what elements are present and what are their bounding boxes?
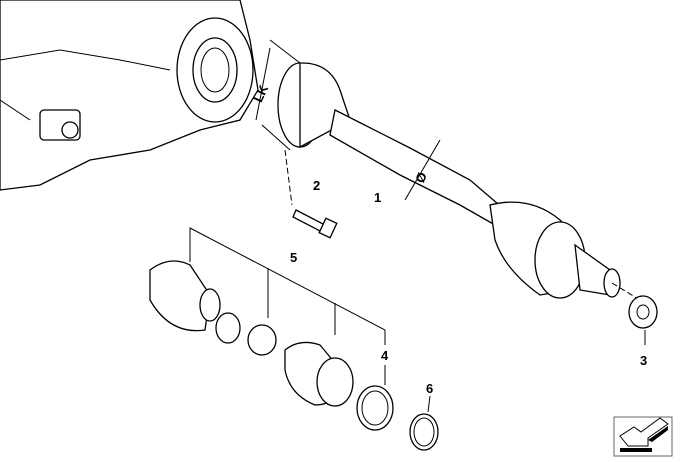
boot-kit-parts (149, 260, 646, 451)
arrow-back-icon[interactable] (613, 416, 673, 457)
drive-shaft (255, 39, 621, 299)
part-label-2[interactable]: 2 (313, 178, 321, 193)
differential-housing (0, 0, 259, 191)
part-label-1[interactable]: 1 (374, 190, 382, 205)
collar-nut (611, 282, 658, 329)
kit-bracket (189, 227, 386, 345)
part-label-5[interactable]: 5 (290, 250, 298, 265)
part-label-6[interactable]: 6 (426, 381, 434, 396)
part-label-3[interactable]: 3 (640, 353, 648, 368)
part-label-4[interactable]: 4 (381, 348, 389, 363)
bolt (284, 149, 338, 239)
